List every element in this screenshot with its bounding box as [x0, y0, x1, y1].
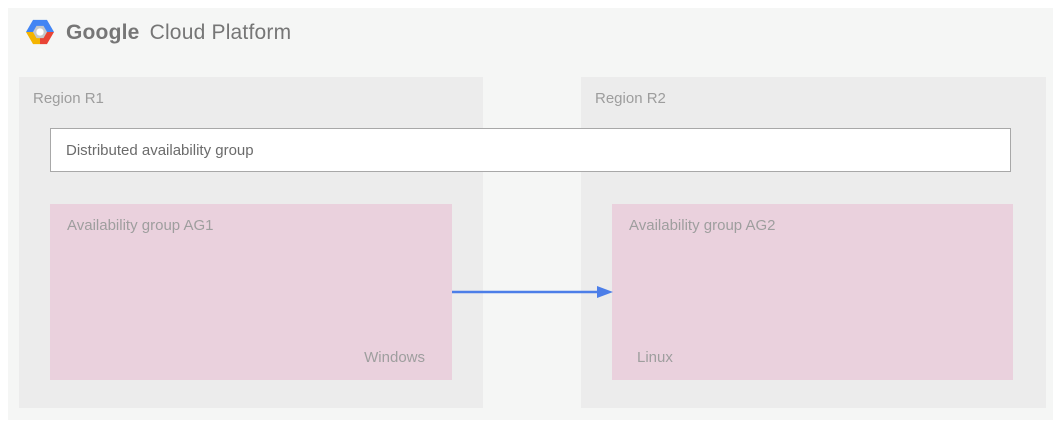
- distributed-availability-group-box: Distributed availability group: [50, 128, 1011, 172]
- replication-arrow-icon: [452, 286, 613, 298]
- logo-product-text: Cloud Platform: [149, 21, 292, 44]
- diagram-panel: Google Cloud Platform Region R1 Region R…: [8, 8, 1053, 420]
- availability-group-ag1-box: Availability group AG1 Windows: [50, 204, 452, 380]
- region-r2-label: Region R2: [595, 90, 666, 107]
- gcp-logo-text: Google Cloud Platform: [66, 21, 291, 45]
- region-r1-label: Region R1: [33, 90, 104, 107]
- gcp-logo-icon: [26, 19, 54, 45]
- ag1-os-label: Windows: [364, 349, 425, 366]
- availability-group-ag1-label: Availability group AG1: [67, 217, 214, 234]
- ag2-os-label: Linux: [637, 349, 673, 366]
- logo-brand-text: Google: [66, 21, 140, 44]
- distributed-availability-group-label: Distributed availability group: [66, 141, 254, 159]
- availability-group-ag2-box: Availability group AG2 Linux: [612, 204, 1013, 380]
- availability-group-ag2-label: Availability group AG2: [629, 217, 776, 234]
